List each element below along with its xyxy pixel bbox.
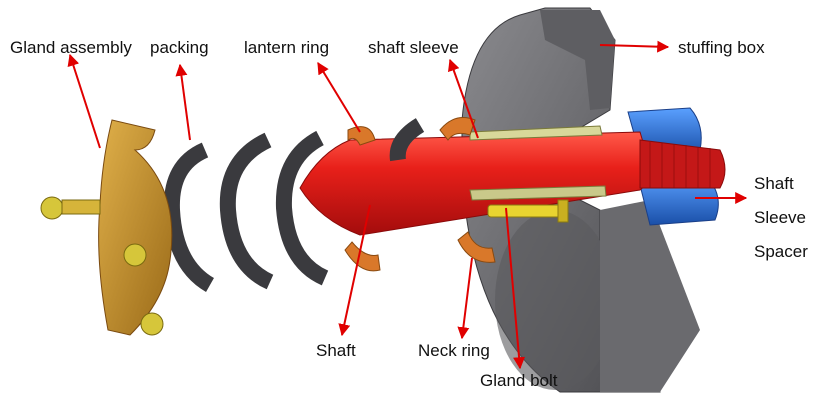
shaft-sleeve: [469, 125, 607, 201]
neck-ring: [439, 117, 496, 263]
shaft: [299, 131, 726, 236]
label-shaft-sleeve: shaft sleeve: [368, 38, 459, 57]
gland-assembly: [40, 119, 173, 336]
label-neck-ring: Neck ring: [418, 341, 490, 360]
arrow-shaft: [338, 204, 371, 337]
lantern-ring: [344, 126, 381, 272]
label-spacer-line3: Spacer: [754, 242, 808, 261]
arrow-lantern-ring: [317, 61, 361, 133]
arrow-stuffing-box: [599, 40, 670, 53]
gland-bolt: [487, 199, 569, 223]
arrow-neck-ring: [457, 257, 473, 340]
label-stuffing-box: stuffing box: [678, 38, 765, 57]
arrow-gland-bolt: [505, 207, 526, 370]
label-lantern-ring: lantern ring: [244, 38, 330, 57]
label-gland-assembly: Gland assembly: [10, 38, 132, 57]
packing: [163, 118, 425, 292]
arrow-packing: [175, 63, 191, 141]
arrow-shaft-sleeve: [448, 58, 479, 139]
annotation-arrows: [67, 40, 748, 370]
label-spacer-line2: Sleeve: [754, 208, 806, 227]
arrow-gland-assembly: [67, 53, 101, 149]
label-packing: packing: [150, 38, 209, 57]
label-spacer-line1: Shaft: [754, 174, 794, 193]
label-shaft: Shaft: [316, 341, 356, 360]
label-gland-bolt: Gland bolt: [480, 371, 558, 390]
